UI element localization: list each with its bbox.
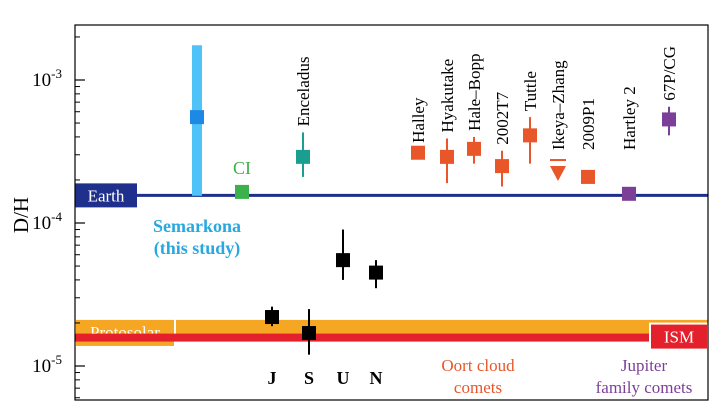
u-marker — [336, 253, 350, 268]
plot-frame — [74, 24, 709, 401]
oort-annotation-line2: comets — [454, 378, 502, 397]
ism-label-box — [649, 322, 709, 351]
enceladus-label: Enceladus — [294, 57, 313, 127]
y-axis-label: D/H — [9, 197, 33, 233]
hartley-2-marker — [622, 186, 636, 201]
2009p1-label: 2009P1 — [579, 98, 598, 150]
semarkona-label: Semarkona — [153, 216, 241, 236]
hale-bopp-marker — [467, 141, 481, 156]
annotations: Oort cloud comets Jupiter family comets — [441, 356, 692, 397]
earth-label-box — [75, 183, 137, 208]
ci-label: CI — [233, 158, 251, 178]
jupiter-annotation-line2: family comets — [596, 378, 693, 397]
y-tick-label: 10-5 — [32, 352, 62, 377]
j-label: J — [268, 368, 277, 388]
tuttle-label: Tuttle — [521, 71, 540, 111]
earth-label: Earth — [88, 186, 125, 205]
2002t7-label: 2002T7 — [493, 91, 512, 144]
hartley-2-label: Hartley 2 — [620, 86, 639, 150]
enceladus-marker — [296, 149, 310, 164]
data-points — [190, 45, 676, 355]
hale-bopp-label: Hale–Bopp — [465, 53, 484, 130]
n-label: N — [370, 368, 383, 388]
ism-label: ISM — [664, 328, 694, 347]
oort-annotation: Oort cloud — [441, 356, 515, 375]
semarkona-sublabel: (this study) — [154, 238, 241, 259]
axes: 10-3 10-4 10-5 D/H — [9, 24, 709, 401]
u-label: U — [337, 368, 350, 388]
hyakutake-marker — [440, 149, 454, 164]
semarkona-marker — [190, 110, 204, 125]
s-marker — [302, 326, 316, 341]
ci-marker — [235, 184, 249, 199]
hyakutake-label: Hyakutake — [438, 59, 457, 133]
n-marker — [369, 265, 383, 280]
y-tick-label: 10-4 — [32, 209, 62, 234]
jupiter-annotation: Jupiter — [621, 356, 668, 375]
protosolar-label-box — [74, 317, 176, 348]
halley-marker — [411, 145, 425, 160]
67p-cg-label: 67P/CG — [660, 46, 679, 101]
y-tick-label: 10-3 — [32, 66, 62, 91]
j-marker — [265, 310, 279, 325]
67p-cg-marker — [662, 112, 676, 127]
s-label: S — [304, 368, 314, 388]
ikeya-zhang-label: Ikeya–Zhang — [549, 60, 568, 150]
protosolar-band — [75, 319, 708, 337]
2009p1-marker — [581, 169, 595, 184]
tuttle-marker — [523, 128, 537, 143]
ism-band — [75, 333, 708, 342]
ikeya-zhang-marker — [550, 166, 566, 182]
2002t7-marker — [495, 159, 509, 174]
halley-label: Halley — [409, 97, 428, 143]
